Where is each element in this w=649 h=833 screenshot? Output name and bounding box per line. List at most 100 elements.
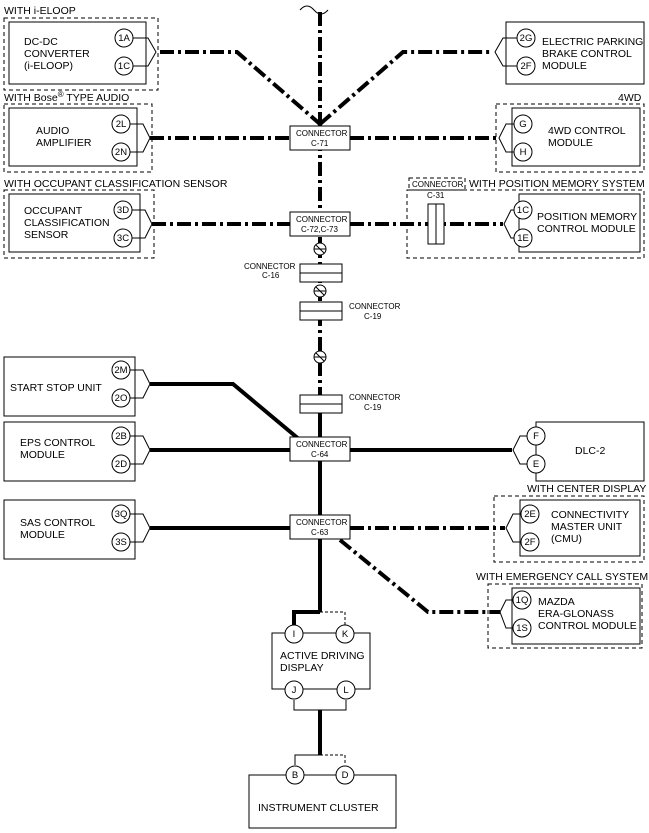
bracket-eps (130, 435, 151, 465)
break-mark (299, 5, 329, 15)
connector-c19b-bottom (299, 403, 343, 414)
group-occupant-frame (3, 189, 155, 259)
bracket-dcdc (133, 37, 157, 67)
group-4wd-frame (495, 103, 645, 173)
pin-epb-2f-label: 2F (520, 61, 531, 72)
pin-occupant-3c (113, 228, 133, 248)
module-cluster-line1: INSTRUMENT CLUSTER (258, 802, 379, 814)
pin-cluster-b-label: B (292, 770, 298, 781)
bracket-4wd (498, 123, 514, 153)
pin-era-1q (512, 590, 532, 610)
module-4wd-box (511, 107, 641, 167)
pin-occupant-3d (113, 200, 133, 220)
connector-c31-label-frame (408, 177, 466, 191)
pin-dlc-e (526, 454, 546, 474)
pin-cluster-b (285, 765, 305, 785)
module-add-box (271, 632, 371, 690)
pin-cmu-2e (520, 504, 540, 524)
connector-c19a-word: CONNECTOR (349, 302, 401, 311)
connector-c31-right (435, 203, 445, 245)
pin-add-i-label: I (293, 629, 296, 640)
bracket-epb (494, 37, 517, 67)
pin-add-j (284, 680, 304, 700)
pin-audio-2n (111, 142, 131, 162)
pin-posmem-1c (513, 200, 533, 220)
module-era-line1: MAZDA (538, 596, 575, 608)
pin-cluster-d-label: D (342, 770, 349, 781)
module-posmem-line1: POSITION MEMORY (537, 211, 637, 223)
pin-dlc-f-label: F (533, 431, 539, 442)
module-epb-line1: ELECTRIC PARKING (542, 36, 643, 48)
module-dlc-box (535, 421, 645, 482)
group-center-frame (493, 495, 645, 563)
pin-dcdc-1c-label: 1C (118, 61, 130, 72)
bus-add-k (320, 611, 346, 625)
pin-audio-2n-label: 2N (115, 147, 127, 158)
module-epb-line3: MODULE (542, 60, 587, 72)
module-occupant-line1: OCCUPANT (24, 205, 83, 217)
connector-c64 (289, 436, 351, 462)
pin-4wd-h (513, 142, 533, 162)
connector-c16-top (299, 263, 343, 274)
connector-c72-id: C-72,C-73 (301, 225, 338, 234)
module-dcdc-line1: DC-DC (24, 36, 58, 48)
module-add-line1: ACTIVE DRIVING (280, 650, 365, 662)
pin-cmu-2e-label: 2E (524, 509, 536, 520)
module-posmem-box (518, 193, 641, 253)
bracket-sas (130, 513, 151, 543)
pin-posmem-1c-label: 1C (517, 205, 529, 216)
module-audio-line2: AMPLIFIER (36, 137, 92, 149)
connector-c16-bottom (299, 272, 343, 283)
pin-cmu-2f-label: 2F (524, 537, 535, 548)
module-4wd-line1: 4WD CONTROL (548, 125, 626, 137)
group-eloop-frame (3, 17, 159, 91)
pin-cmu-2f (520, 532, 540, 552)
module-eps-line2: MODULE (20, 449, 65, 461)
module-cmu-line2: MASTER UNIT (551, 521, 623, 533)
connector-c31-left (427, 203, 437, 245)
pin-add-k-label: K (342, 629, 349, 640)
bus-start-stop (150, 382, 302, 442)
module-dcdc-line3: (i-ELOOP) (24, 60, 73, 72)
module-era-box (511, 587, 641, 645)
pin-epb-2f (516, 56, 536, 76)
pin-4wd-g (513, 114, 533, 134)
twist-symbol-3 (313, 350, 327, 364)
group-ecall-label: WITH EMERGENCY CALL SYSTEM (476, 571, 648, 583)
pin-cluster-d (335, 765, 355, 785)
pin-sas-3s-label: 3S (115, 537, 127, 548)
group-eloop-label: WITH i-ELOOP (4, 5, 76, 17)
module-sas-line2: MODULE (20, 529, 65, 541)
pin-sas-3q-label: 3Q (115, 509, 128, 520)
pin-start-2m (111, 360, 131, 380)
pin-start-2o (111, 388, 131, 408)
module-era-line3: CONTROL MODULE (538, 620, 637, 632)
connector-c31-word: CONNECTOR (412, 180, 464, 189)
pin-sas-3s (111, 532, 131, 552)
bus-cluster-b (294, 754, 320, 765)
pin-add-k (335, 624, 355, 644)
pin-epb-2g-label: 2G (520, 33, 533, 44)
connector-c63 (289, 514, 351, 540)
pin-dcdc-1a (114, 28, 134, 48)
pin-occupant-3c-label: 3C (117, 233, 129, 244)
module-start-stop-line1: START STOP UNIT (10, 382, 102, 394)
pin-eps-2b (111, 426, 131, 446)
pin-audio-2l-label: 2L (116, 119, 127, 130)
pin-dcdc-1c (114, 56, 134, 76)
twist-symbol-1 (313, 242, 327, 256)
module-cmu-line1: CONNECTIVITY (551, 509, 629, 521)
group-bose-frame (3, 103, 153, 173)
connector-c16-word: CONNECTOR (244, 262, 296, 271)
bracket-start-stop (130, 369, 151, 399)
connector-c31-id: C-31 (427, 191, 445, 200)
connector-c72 (289, 211, 351, 237)
twist-symbol-2 (313, 284, 327, 298)
group-posmem-frame (406, 189, 645, 259)
group-occupant-label: WITH OCCUPANT CLASSIFICATION SENSOR (4, 178, 228, 190)
pin-audio-2l (111, 114, 131, 134)
connector-c16-id: C-16 (262, 271, 280, 280)
module-audio-line1: AUDIO (36, 125, 69, 137)
connector-c19b-top (299, 394, 343, 405)
bracket-occupant (132, 209, 153, 239)
